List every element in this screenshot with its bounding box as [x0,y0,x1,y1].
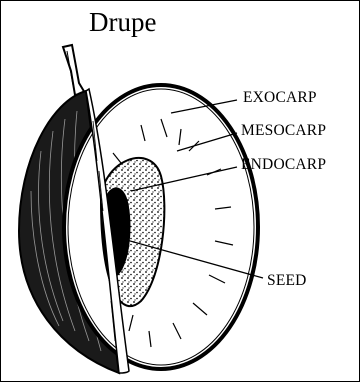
stem [63,45,85,95]
label-mesocarp: MESOCARP [241,122,326,140]
label-exocarp: EXOCARP [243,89,317,107]
label-seed: SEED [267,272,307,290]
diagram-title: Drupe [89,7,156,38]
label-endocarp: ENDOCARP [241,156,326,174]
